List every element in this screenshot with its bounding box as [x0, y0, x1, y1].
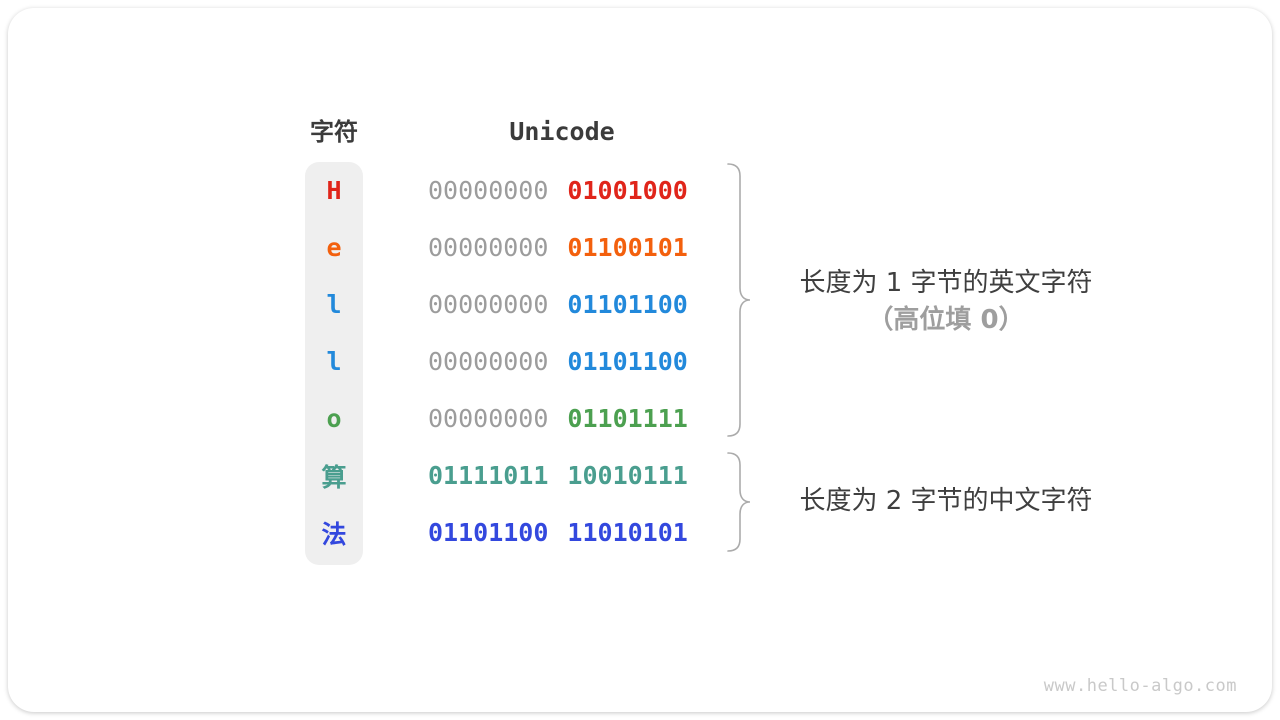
table-row: o 00000000 01101111	[305, 390, 865, 447]
byte-low: 01100101	[567, 233, 688, 262]
table-row: l 00000000 01101100	[305, 333, 865, 390]
figure-card: 字符 Unicode H 00000000 01001000 e 0000000…	[8, 8, 1272, 712]
annotation-english-chars: 长度为 1 字节的英文字符 （高位填 0）	[781, 265, 1111, 339]
byte-low: 11010101	[567, 518, 688, 547]
char-column-background	[305, 162, 363, 565]
byte-high: 00000000	[428, 347, 549, 376]
unicode-bytes: 01111011 10010111	[428, 461, 688, 490]
unicode-bytes: 00000000 01001000	[428, 176, 688, 205]
brace-chinese-group	[727, 452, 751, 552]
character-cell: 法	[321, 519, 347, 549]
annotation-english-line2: （高位填 0）	[867, 305, 1025, 335]
character-cell: l	[326, 290, 342, 319]
column-header-unicode: Unicode	[509, 117, 615, 146]
byte-high: 00000000	[428, 233, 549, 262]
character-cell: e	[326, 233, 342, 262]
character-cell: o	[326, 404, 342, 433]
unicode-bytes: 00000000 01100101	[428, 233, 688, 262]
unicode-bytes: 00000000 01101111	[428, 404, 688, 433]
byte-low: 10010111	[567, 461, 688, 490]
byte-low: 01101100	[567, 347, 688, 376]
byte-high: 00000000	[428, 290, 549, 319]
annotation-chinese-chars: 长度为 2 字节的中文字符	[799, 486, 1093, 516]
byte-high: 00000000	[428, 404, 549, 433]
column-header-char: 字符	[310, 118, 358, 146]
annotation-english-line1: 长度为 1 字节的英文字符	[799, 268, 1093, 298]
watermark: www.hello-algo.com	[1043, 676, 1237, 696]
table-row: 法 01101100 11010101	[305, 504, 865, 561]
character-cell: 算	[321, 462, 347, 492]
table-row: H 00000000 01001000	[305, 162, 865, 219]
encoding-table: H 00000000 01001000 e 00000000 01100101 …	[305, 162, 865, 561]
character-cell: H	[326, 176, 342, 205]
byte-high: 01101100	[428, 518, 549, 547]
brace-english-group	[727, 163, 751, 437]
unicode-bytes: 00000000 01101100	[428, 290, 688, 319]
byte-low: 01101100	[567, 290, 688, 319]
byte-low: 01001000	[567, 176, 688, 205]
unicode-bytes: 00000000 01101100	[428, 347, 688, 376]
byte-high: 00000000	[428, 176, 549, 205]
character-cell: l	[326, 347, 342, 376]
table-row: 算 01111011 10010111	[305, 447, 865, 504]
table-row: e 00000000 01100101	[305, 219, 865, 276]
byte-high: 01111011	[428, 461, 549, 490]
table-row: l 00000000 01101100	[305, 276, 865, 333]
unicode-bytes: 01101100 11010101	[428, 518, 688, 547]
byte-low: 01101111	[567, 404, 688, 433]
